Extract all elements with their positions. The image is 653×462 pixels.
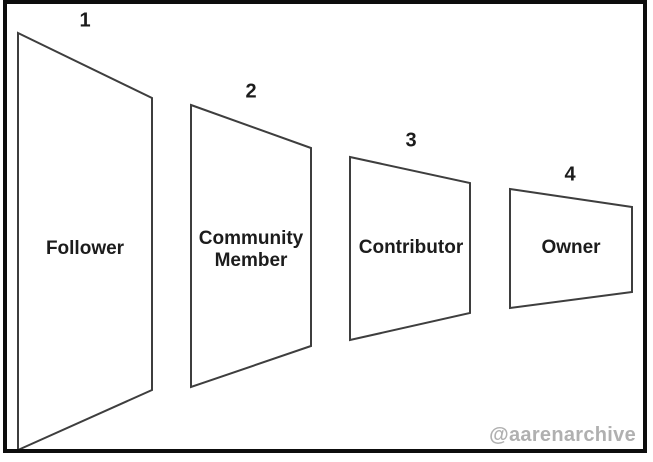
stage-number-1: 1 [79, 9, 91, 32]
stage-shape-2 [190, 103, 312, 389]
stage-label-follower: Follower [45, 237, 125, 259]
stage-shape-4 [509, 187, 633, 310]
stage-label-community-member: Community Member [198, 227, 304, 271]
stage-label-owner: Owner [541, 236, 601, 258]
stage-number-4: 4 [564, 163, 576, 186]
stage-shape-3 [349, 155, 471, 342]
stage-number-2: 2 [245, 80, 257, 103]
watermark-text: @aarenarchive [489, 424, 636, 446]
stage-shape-1 [17, 31, 153, 452]
stage-label-contributor: Contributor [358, 236, 464, 258]
stage-number-3: 3 [405, 129, 417, 152]
